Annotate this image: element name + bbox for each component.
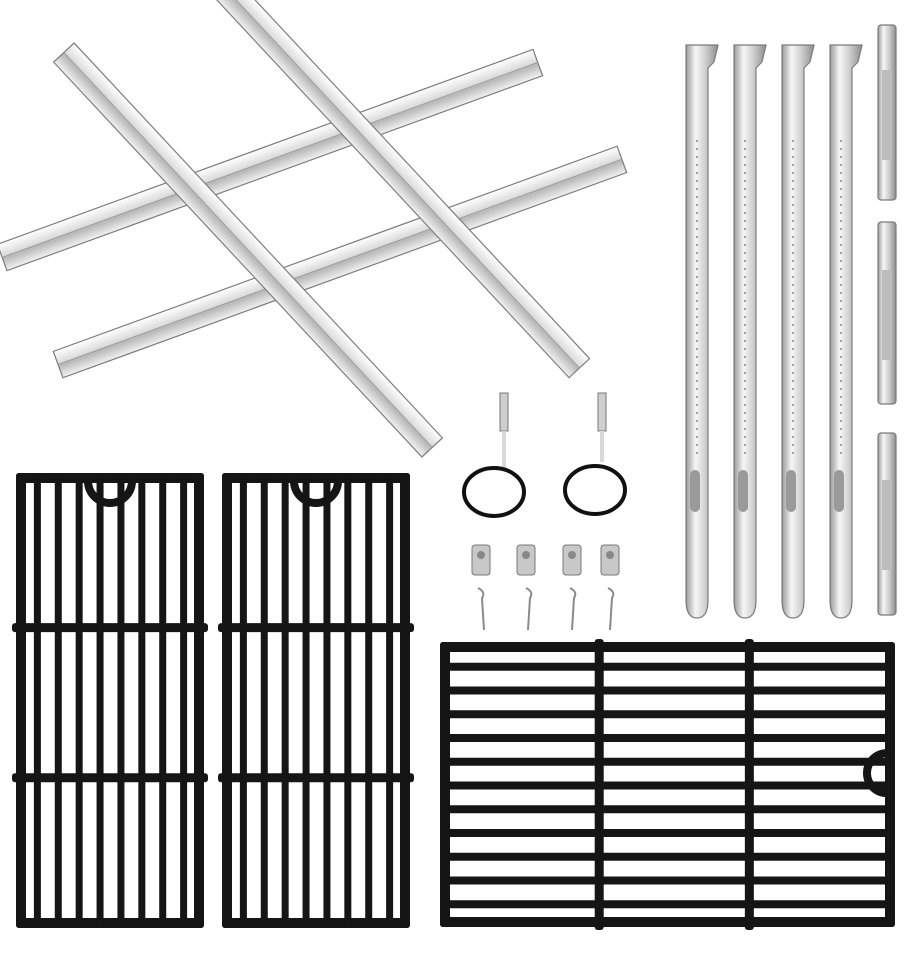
grate-frame-bottom <box>222 918 410 928</box>
burner-tubes <box>685 44 863 619</box>
grate-bar <box>96 473 104 928</box>
grate-bar <box>33 473 41 928</box>
grate-bar <box>440 900 895 909</box>
grate-handle-cutout <box>863 749 888 798</box>
grate-frame-top <box>16 473 204 483</box>
cooking-grate-icon <box>12 473 208 928</box>
grate-bar <box>239 473 247 928</box>
grate-bar <box>440 757 895 766</box>
grate-cross-bar <box>218 773 414 783</box>
crossover-tube-icon <box>877 24 897 201</box>
valve-fitting-icon <box>600 544 620 576</box>
grate-bar <box>138 473 146 928</box>
valve-fittings <box>471 544 620 576</box>
cotter-pin-icon <box>477 587 485 631</box>
grate-bar <box>440 662 895 671</box>
igniter-electrode-icon <box>462 392 526 518</box>
grate-frame-left <box>222 473 232 928</box>
valve-fitting-icon <box>562 544 582 576</box>
grate-bar <box>281 473 289 928</box>
cooking-grate-icon <box>218 473 414 928</box>
grate-bar <box>440 781 895 790</box>
grate-bar <box>440 710 895 719</box>
grate-frame-right <box>194 473 204 928</box>
crossover-tube-icon <box>877 221 897 405</box>
cotter-pin-icon <box>569 587 577 631</box>
grate-bar <box>344 473 352 928</box>
grate-frame-right <box>400 473 410 928</box>
grate-bar <box>440 734 895 742</box>
cooking-grate-icon <box>440 639 895 930</box>
grate-cross-bar <box>218 623 414 633</box>
igniter-electrode-icon <box>563 392 627 516</box>
grate-frame-top <box>440 642 895 652</box>
grate-frame-left <box>16 473 26 928</box>
heat-plates <box>0 0 628 458</box>
grate-bar <box>260 473 268 928</box>
cooking-grates <box>12 473 895 930</box>
grate-cross-bar <box>12 623 208 633</box>
grate-bar <box>323 473 331 928</box>
grate-bar <box>440 876 895 885</box>
burner-tube-icon <box>829 44 863 619</box>
grate-bar <box>75 473 83 928</box>
grate-bar <box>365 473 373 928</box>
grate-frame-top <box>222 473 410 483</box>
heat-plate-icon <box>213 0 591 379</box>
valve-fitting-icon <box>516 544 536 576</box>
grate-bar <box>440 829 895 837</box>
grate-bar <box>386 473 394 928</box>
grate-bar <box>180 473 188 928</box>
grate-bar <box>302 473 310 928</box>
valve-fitting-icon <box>471 544 491 576</box>
cotter-pin-icon <box>525 587 533 631</box>
grate-bar <box>117 473 125 928</box>
burner-tube-icon <box>685 44 719 619</box>
burner-tube-icon <box>733 44 767 619</box>
crossover-tubes <box>877 24 897 616</box>
cotter-pins <box>477 587 615 631</box>
igniter-electrodes <box>462 392 627 518</box>
heat-plate-icon <box>0 48 544 272</box>
crossover-tube-icon <box>877 432 897 616</box>
heat-plate-icon <box>52 42 444 458</box>
grate-handle-cutout <box>290 480 342 507</box>
grate-bar <box>440 852 895 861</box>
grate-bar <box>440 686 895 695</box>
grate-bar <box>159 473 167 928</box>
grate-bar <box>54 473 62 928</box>
grate-frame-bottom <box>440 917 895 927</box>
grate-bar <box>440 805 895 814</box>
grate-frame-bottom <box>16 918 204 928</box>
grate-cross-bar <box>12 773 208 783</box>
burner-tube-icon <box>781 44 815 619</box>
cotter-pin-icon <box>607 587 615 631</box>
heat-plate-icon <box>52 145 628 379</box>
grate-handle-cutout <box>84 480 136 507</box>
